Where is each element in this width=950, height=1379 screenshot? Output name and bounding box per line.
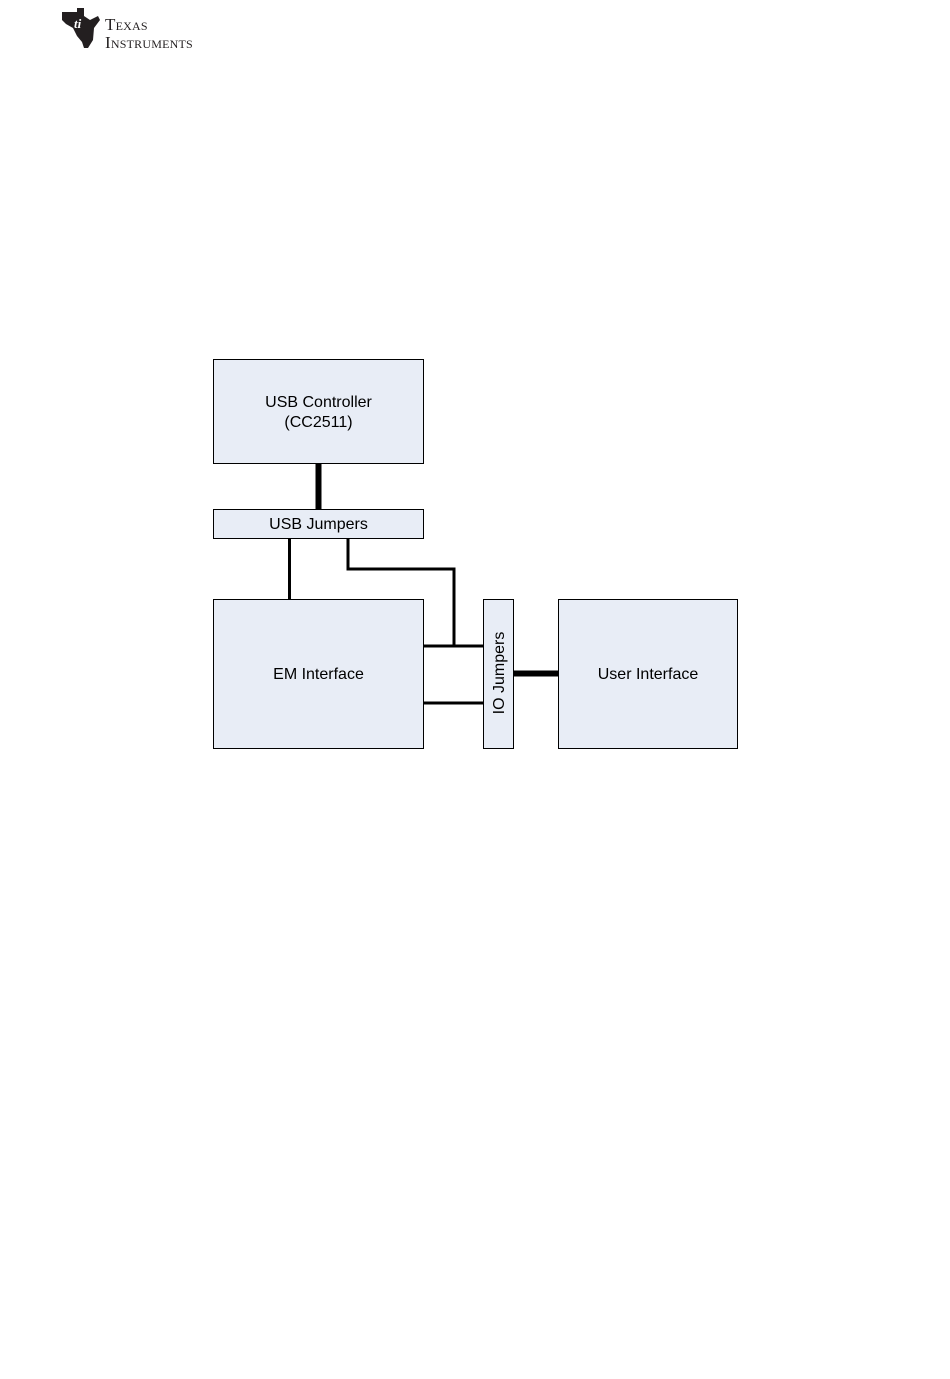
usb-jumpers-label: USB Jumpers [269, 516, 368, 533]
io-jumpers-label: IO Jumpers [491, 632, 508, 715]
usb-controller-block [214, 360, 424, 464]
user-interface-label: User Interface [598, 666, 699, 683]
usb-controller-label: USB Controller [265, 394, 372, 411]
em-interface-label: EM Interface [273, 666, 364, 683]
usb-controller-part-label: (CC2511) [284, 414, 352, 431]
